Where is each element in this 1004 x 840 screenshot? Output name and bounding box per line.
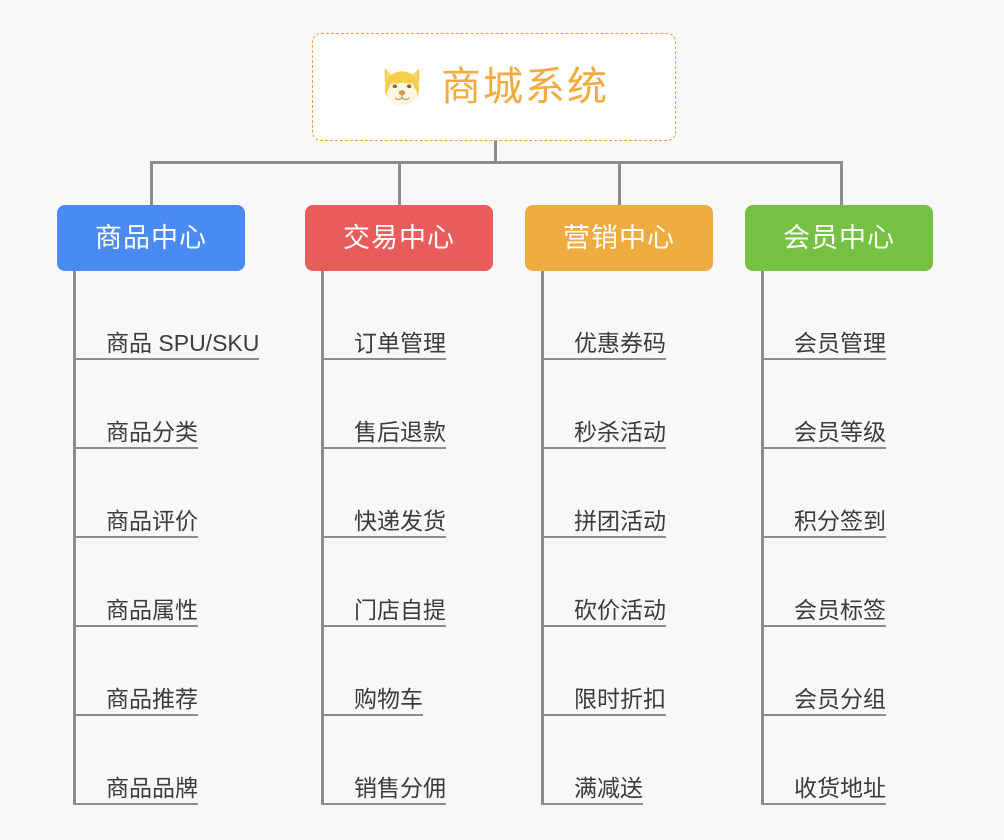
connector-drop-col-0 bbox=[150, 161, 153, 206]
branch-column-1: 交易中心 订单管理 售后退款 快递发货 门店自提 购物车 bbox=[305, 205, 493, 805]
leaf-item[interactable]: 会员分组 bbox=[764, 627, 1004, 716]
shiba-dog-face-icon bbox=[384, 68, 420, 108]
leaf-item[interactable]: 商品推荐 bbox=[76, 627, 396, 716]
category-label-2: 营销中心 bbox=[563, 222, 675, 253]
category-label-0: 商品中心 bbox=[95, 222, 207, 253]
leaf-underline bbox=[324, 536, 446, 538]
leaf-list-1: 订单管理 售后退款 快递发货 门店自提 购物车 销售分佣 bbox=[321, 271, 644, 805]
leaf-item[interactable]: 快递发货 bbox=[324, 449, 644, 538]
leaf-underline bbox=[76, 447, 198, 449]
leaf-label: 售后退款 bbox=[354, 418, 446, 445]
category-box-3[interactable]: 会员中心 bbox=[745, 205, 933, 271]
branch-column-2: 营销中心 优惠券码 秒杀活动 拼团活动 砍价活动 限时折扣 bbox=[525, 205, 713, 805]
leaf-underline bbox=[76, 625, 198, 627]
leaf-item[interactable]: 销售分佣 bbox=[324, 716, 644, 805]
leaf-underline bbox=[764, 536, 886, 538]
leaf-label: 收货地址 bbox=[794, 774, 886, 801]
leaf-underline bbox=[764, 625, 886, 627]
leaf-underline bbox=[544, 536, 666, 538]
category-label-3: 会员中心 bbox=[783, 222, 895, 253]
branch-column-3: 会员中心 会员管理 会员等级 积分签到 会员标签 会员分组 bbox=[745, 205, 933, 805]
leaf-underline bbox=[324, 714, 423, 716]
leaf-label: 会员管理 bbox=[794, 329, 886, 356]
leaf-label: 会员标签 bbox=[794, 596, 886, 623]
leaf-item[interactable]: 会员等级 bbox=[764, 360, 1004, 449]
leaf-item[interactable]: 订单管理 bbox=[324, 271, 644, 360]
leaf-item[interactable]: 拼团活动 bbox=[544, 449, 864, 538]
connector-drop-col-2 bbox=[618, 161, 621, 206]
leaf-label: 秒杀活动 bbox=[574, 418, 666, 445]
leaf-underline bbox=[324, 803, 446, 805]
leaf-label: 会员分组 bbox=[794, 685, 886, 712]
leaf-underline bbox=[764, 447, 886, 449]
leaf-underline bbox=[544, 803, 643, 805]
leaf-underline bbox=[544, 714, 666, 716]
leaf-label: 商品 SPU/SKU bbox=[106, 329, 260, 356]
leaf-underline bbox=[324, 358, 446, 360]
leaf-underline bbox=[76, 803, 198, 805]
leaf-underline bbox=[764, 358, 886, 360]
leaf-label: 商品推荐 bbox=[106, 685, 198, 712]
leaf-underline bbox=[324, 625, 446, 627]
leaf-label: 商品品牌 bbox=[106, 774, 198, 801]
category-box-0[interactable]: 商品中心 bbox=[57, 205, 245, 271]
leaf-item[interactable]: 商品 SPU/SKU bbox=[76, 271, 396, 360]
connector-bus bbox=[150, 161, 843, 164]
leaf-label: 会员等级 bbox=[794, 418, 886, 445]
leaf-item[interactable]: 积分签到 bbox=[764, 449, 1004, 538]
leaf-label: 销售分佣 bbox=[354, 774, 446, 801]
leaf-label: 满减送 bbox=[574, 774, 643, 801]
connector-drop-col-3 bbox=[840, 161, 843, 206]
leaf-underline bbox=[764, 714, 886, 716]
leaf-underline bbox=[544, 358, 666, 360]
leaf-label: 商品分类 bbox=[106, 418, 198, 445]
leaf-label: 购物车 bbox=[354, 685, 423, 712]
leaf-item[interactable]: 秒杀活动 bbox=[544, 360, 864, 449]
leaf-item[interactable]: 收货地址 bbox=[764, 716, 1004, 805]
leaf-item[interactable]: 限时折扣 bbox=[544, 627, 864, 716]
leaf-list-0: 商品 SPU/SKU 商品分类 商品评价 商品属性 商品推荐 商品品牌 bbox=[73, 271, 396, 805]
leaf-underline bbox=[76, 714, 198, 716]
leaf-underline bbox=[76, 536, 198, 538]
leaf-underline bbox=[544, 447, 666, 449]
leaf-label: 优惠券码 bbox=[574, 329, 666, 356]
leaf-item[interactable]: 商品属性 bbox=[76, 538, 396, 627]
leaf-item[interactable]: 砍价活动 bbox=[544, 538, 864, 627]
leaf-label: 拼团活动 bbox=[574, 507, 666, 534]
root-title: 商城系统 bbox=[441, 65, 609, 109]
category-box-2[interactable]: 营销中心 bbox=[525, 205, 713, 271]
leaf-item[interactable]: 商品评价 bbox=[76, 449, 396, 538]
connector-drop-col-1 bbox=[398, 161, 401, 206]
leaf-item[interactable]: 商品品牌 bbox=[76, 716, 396, 805]
leaf-item[interactable]: 优惠券码 bbox=[544, 271, 864, 360]
leaf-label: 订单管理 bbox=[354, 329, 446, 356]
branch-column-0: 商品中心 商品 SPU/SKU 商品分类 商品评价 商品属性 商品推荐 bbox=[57, 205, 259, 805]
leaf-label: 限时折扣 bbox=[574, 685, 666, 712]
leaf-underline bbox=[544, 625, 666, 627]
leaf-underline bbox=[76, 358, 259, 360]
leaf-label: 商品属性 bbox=[106, 596, 198, 623]
category-box-1[interactable]: 交易中心 bbox=[305, 205, 493, 271]
leaf-list-3: 会员管理 会员等级 积分签到 会员标签 会员分组 收货地址 bbox=[761, 271, 1004, 805]
leaf-item[interactable]: 满减送 bbox=[544, 716, 864, 805]
connector-root-stem bbox=[494, 141, 497, 163]
leaf-item[interactable]: 售后退款 bbox=[324, 360, 644, 449]
leaf-label: 快递发货 bbox=[354, 507, 446, 534]
leaf-item[interactable]: 商品分类 bbox=[76, 360, 396, 449]
leaf-underline bbox=[764, 803, 886, 805]
leaf-item[interactable]: 会员标签 bbox=[764, 538, 1004, 627]
leaf-label: 门店自提 bbox=[354, 596, 446, 623]
leaf-list-2: 优惠券码 秒杀活动 拼团活动 砍价活动 限时折扣 满减送 bbox=[541, 271, 864, 805]
leaf-item[interactable]: 购物车 bbox=[324, 627, 644, 716]
leaf-label: 积分签到 bbox=[794, 507, 886, 534]
leaf-item[interactable]: 门店自提 bbox=[324, 538, 644, 627]
leaf-item[interactable]: 会员管理 bbox=[764, 271, 1004, 360]
leaf-label: 商品评价 bbox=[106, 507, 198, 534]
leaf-underline bbox=[324, 447, 446, 449]
leaf-label: 砍价活动 bbox=[574, 596, 666, 623]
category-label-1: 交易中心 bbox=[343, 222, 455, 253]
root-node[interactable]: 商城系统 bbox=[312, 33, 676, 141]
